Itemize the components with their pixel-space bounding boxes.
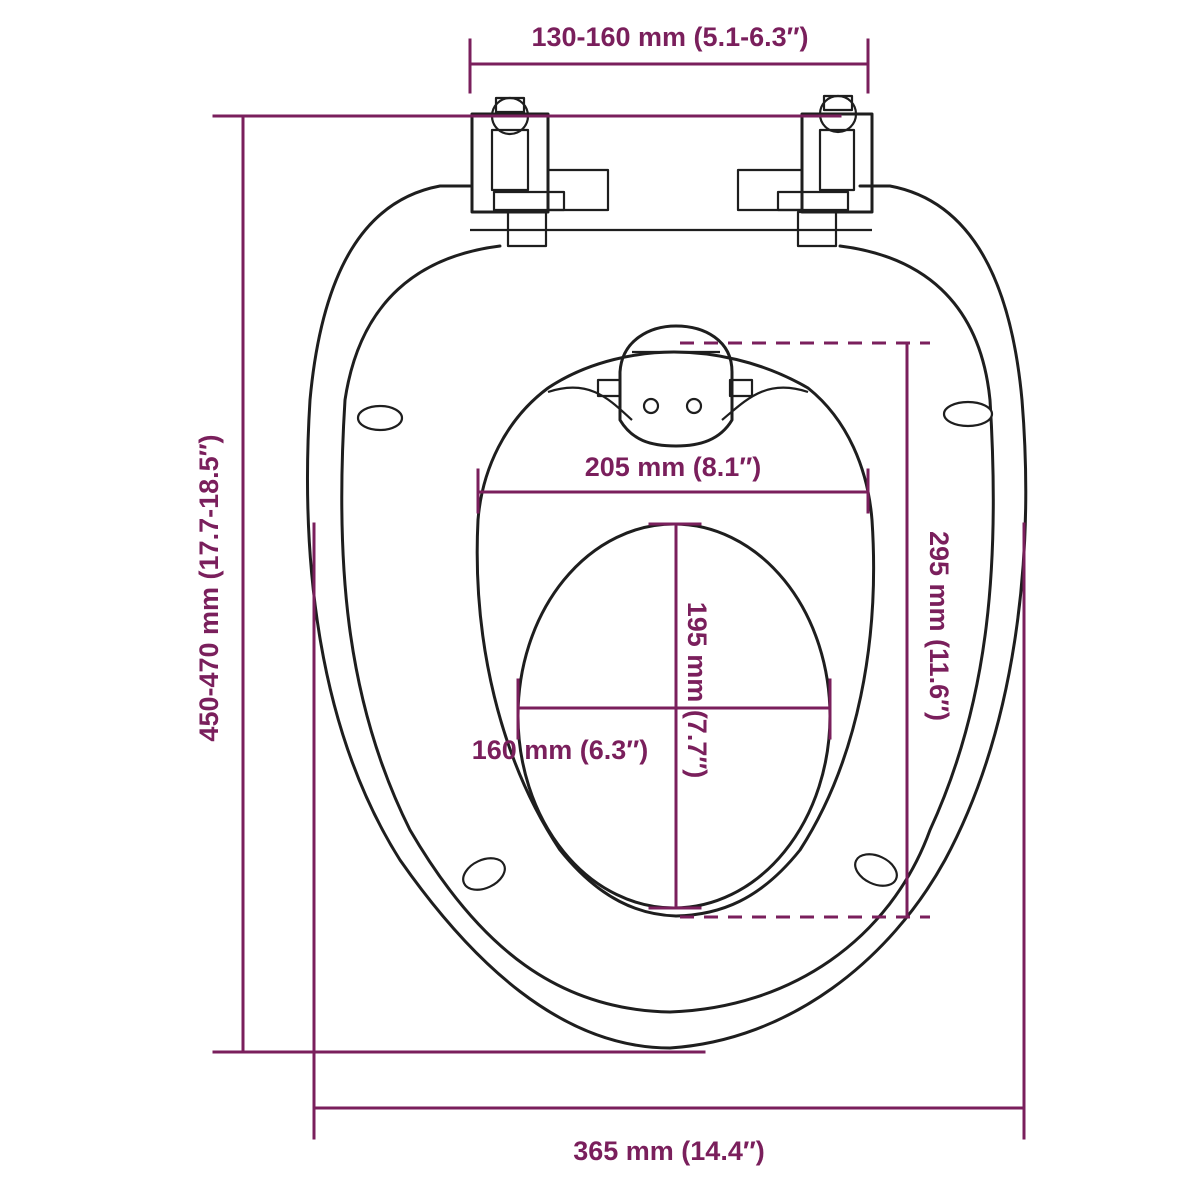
inner-seat-width-label: 205 mm (8.1″) bbox=[585, 452, 762, 482]
hinge-spacing-label: 130-160 mm (5.1-6.3″) bbox=[531, 22, 808, 52]
seat-drawing bbox=[306, 94, 1028, 1050]
child-seat-clip bbox=[596, 324, 754, 448]
hinge-left bbox=[470, 96, 610, 248]
hinge-right bbox=[736, 94, 874, 248]
seat-opening-outline bbox=[516, 522, 832, 910]
dimension-labels: 130-160 mm (5.1-6.3″) 450-470 mm (17.7-1… bbox=[194, 22, 954, 1166]
opening-width-label: 160 mm (6.3″) bbox=[472, 735, 649, 765]
outer-lid-outline bbox=[306, 184, 1028, 1050]
total-width-label: 365 mm (14.4″) bbox=[573, 1136, 765, 1166]
bumper-hole-bottom-left bbox=[462, 857, 506, 891]
total-length-label: 450-470 mm (17.7-18.5″) bbox=[194, 434, 224, 741]
bumper-hole-bottom-right bbox=[854, 853, 898, 887]
seat-ring-outline bbox=[340, 244, 995, 1014]
opening-length-label: 195 mm (7.7″) bbox=[682, 602, 712, 779]
inner-seat-length-label: 295 mm (11.6″) bbox=[924, 531, 954, 721]
child-seat-outline bbox=[475, 350, 876, 918]
bumper-hole-top-left bbox=[356, 404, 404, 432]
child-seat-top-curve bbox=[547, 386, 809, 421]
bumper-hole-top-right bbox=[942, 400, 994, 428]
dimension-lines bbox=[212, 38, 1026, 1140]
